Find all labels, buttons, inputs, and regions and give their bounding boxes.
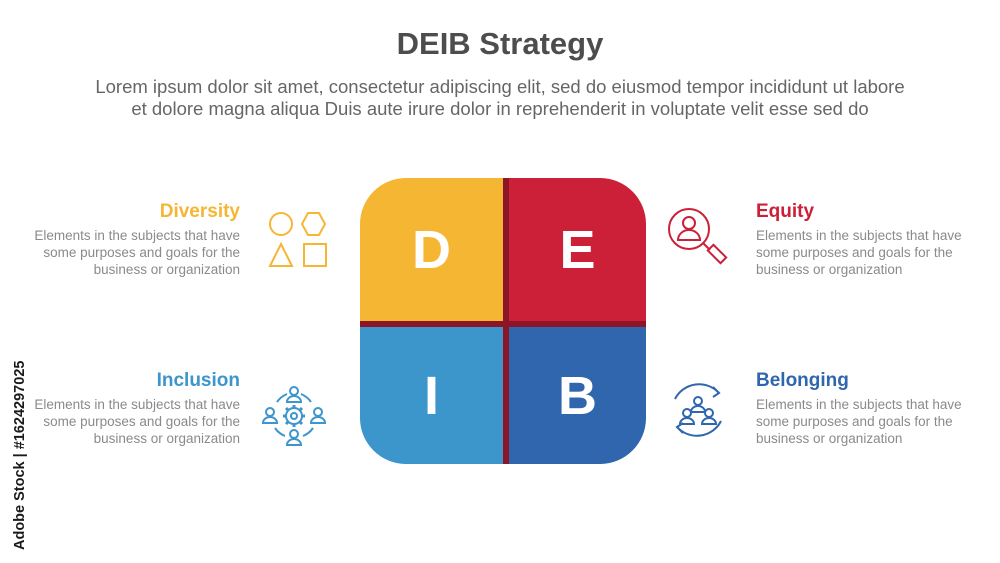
team-gear-icon [259, 380, 329, 450]
person-search-icon [663, 203, 733, 273]
diversity-block: Diversity Elements in the subjects that … [30, 201, 240, 278]
diversity-description: Elements in the subjects that have some … [30, 227, 240, 278]
equity-block: Equity Elements in the subjects that hav… [756, 201, 966, 278]
inclusion-desc-line: some purposes and goals for the [43, 414, 240, 429]
watermark-text: Adobe Stock | #1624297025 [12, 360, 28, 550]
quadrant-e-letter: E [559, 219, 596, 280]
equity-description: Elements in the subjects that have some … [756, 227, 966, 278]
equity-desc-line: business or organization [756, 262, 903, 277]
diversity-desc-line: business or organization [93, 262, 240, 277]
group-cycle-icon [663, 375, 733, 445]
inclusion-block: Inclusion Elements in the subjects that … [30, 370, 240, 447]
stock-watermark: Adobe Stock | #1624297025 [8, 300, 32, 550]
inclusion-desc-line: business or organization [93, 431, 240, 446]
subtitle-line-1: Lorem ipsum dolor sit amet, consectetur … [95, 76, 905, 97]
diversity-heading: Diversity [159, 201, 240, 222]
belonging-block: Belonging Elements in the subjects that … [756, 370, 966, 447]
shapes-icon [263, 206, 333, 276]
deib-matrix: D E I B [360, 178, 646, 464]
quadrant-e: E [509, 178, 646, 321]
quadrant-i: I [360, 327, 503, 464]
equity-desc-line: Elements in the subjects that have [756, 228, 962, 243]
quadrant-i-letter: I [423, 365, 439, 426]
quadrant-d-letter: D [412, 219, 451, 280]
belonging-desc-line: some purposes and goals for the [756, 414, 953, 429]
inclusion-description: Elements in the subjects that have some … [30, 396, 240, 447]
quadrant-b: B [509, 327, 646, 464]
belonging-desc-line: business or organization [756, 431, 903, 446]
page-title: DEIB Strategy [396, 26, 604, 61]
inclusion-desc-line: Elements in the subjects that have [34, 397, 240, 412]
belonging-heading: Belonging [756, 370, 849, 391]
diversity-desc-line: Elements in the subjects that have [34, 228, 240, 243]
belonging-description: Elements in the subjects that have some … [756, 396, 966, 447]
page-subtitle: Lorem ipsum dolor sit amet, consectetur … [40, 76, 960, 120]
inclusion-heading: Inclusion [156, 370, 240, 391]
subtitle-line-2: et dolore magna aliqua Duis aute irure d… [131, 98, 869, 119]
quadrant-d: D [360, 178, 503, 321]
equity-heading: Equity [756, 201, 815, 222]
belonging-desc-line: Elements in the subjects that have [756, 397, 962, 412]
quadrant-b-letter: B [558, 365, 597, 426]
diversity-desc-line: some purposes and goals for the [43, 245, 240, 260]
equity-desc-line: some purposes and goals for the [756, 245, 953, 260]
